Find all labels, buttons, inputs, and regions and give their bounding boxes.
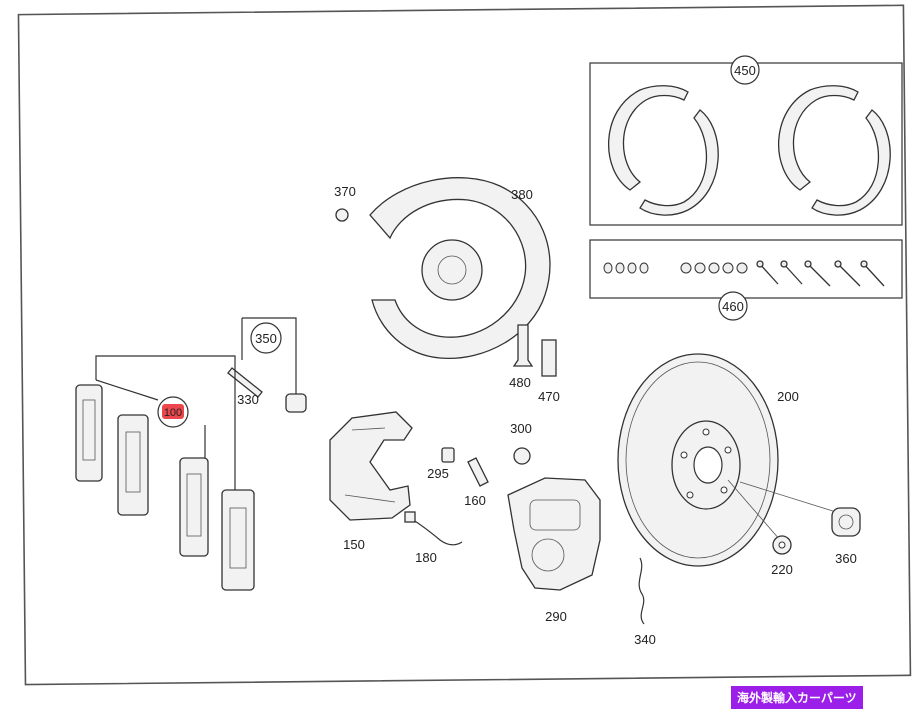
hardware-box	[589, 239, 903, 299]
dust-shield-hub	[421, 239, 483, 301]
bolt-160	[467, 457, 489, 487]
hardware-springs	[756, 260, 885, 287]
callout-470: 470	[538, 389, 560, 404]
callout-290: 290	[545, 609, 567, 624]
caliper-bracket-group: 150	[329, 411, 413, 552]
spring-340	[638, 557, 645, 625]
dust-shield	[369, 177, 551, 360]
parking-brake-shoes-group: 450	[589, 55, 903, 226]
callout-360: 360	[835, 551, 857, 566]
cap-470	[541, 339, 557, 377]
callout-340: 340	[634, 632, 656, 647]
dust-shield-group: 370 380	[334, 177, 551, 360]
nut-360	[831, 507, 861, 537]
callout-460: 460	[722, 299, 744, 314]
callout-160: 160	[464, 493, 486, 508]
brake-shoe-right-b	[811, 109, 891, 216]
caliper-group: 300 290	[507, 421, 601, 624]
brake-pad-3	[179, 457, 209, 557]
brake-pad-1	[75, 384, 103, 482]
callout-150: 150	[343, 537, 365, 552]
small-parts-group: 295 160 180	[404, 447, 489, 565]
brake-shoe-left-a	[608, 85, 689, 191]
brake-pad-2	[117, 414, 149, 516]
callout-450: 450	[734, 63, 756, 78]
brake-shoe-left-b	[639, 109, 719, 216]
callout-220: 220	[771, 562, 793, 577]
bushing-350	[285, 393, 307, 413]
caliper-bracket	[329, 411, 413, 521]
brake-pad-4	[221, 489, 255, 591]
callout-350: 350	[255, 331, 277, 346]
callout-100: 100	[164, 407, 182, 419]
callout-295: 295	[427, 466, 449, 481]
bleeder-480	[512, 324, 534, 367]
callout-330: 330	[237, 392, 259, 407]
callout-370: 370	[334, 184, 356, 199]
callout-350-circle	[250, 322, 282, 354]
brake-disc-group: 200	[617, 353, 799, 567]
callout-450-circle	[730, 55, 760, 85]
pin-330	[227, 367, 263, 398]
bolt-300	[513, 447, 531, 465]
hardware-small-parts	[603, 262, 748, 274]
bleeder-group: 480 470	[509, 324, 560, 404]
callout-100-highlight	[162, 404, 184, 419]
sensor-180	[409, 517, 463, 546]
screw-370	[335, 208, 349, 222]
bolt-350-group: 350 330	[227, 317, 307, 413]
watermark-banner: 海外製輸入カーパーツ	[731, 686, 863, 709]
hub-parts-group: 220 360	[739, 481, 861, 577]
callout-480: 480	[509, 375, 531, 390]
brake-shoe-right-a	[778, 85, 859, 191]
callout-380: 380	[511, 187, 533, 202]
bolt-295	[441, 447, 455, 463]
callout-200: 200	[777, 389, 799, 404]
callout-460-circle	[718, 291, 748, 321]
callout-180: 180	[415, 550, 437, 565]
brake-pads-group: 100	[75, 355, 255, 591]
callout-300: 300	[510, 421, 532, 436]
caliper-290	[507, 477, 601, 591]
spring-340-group: 340	[634, 557, 656, 647]
hardware-kit-group: 460	[589, 239, 903, 321]
